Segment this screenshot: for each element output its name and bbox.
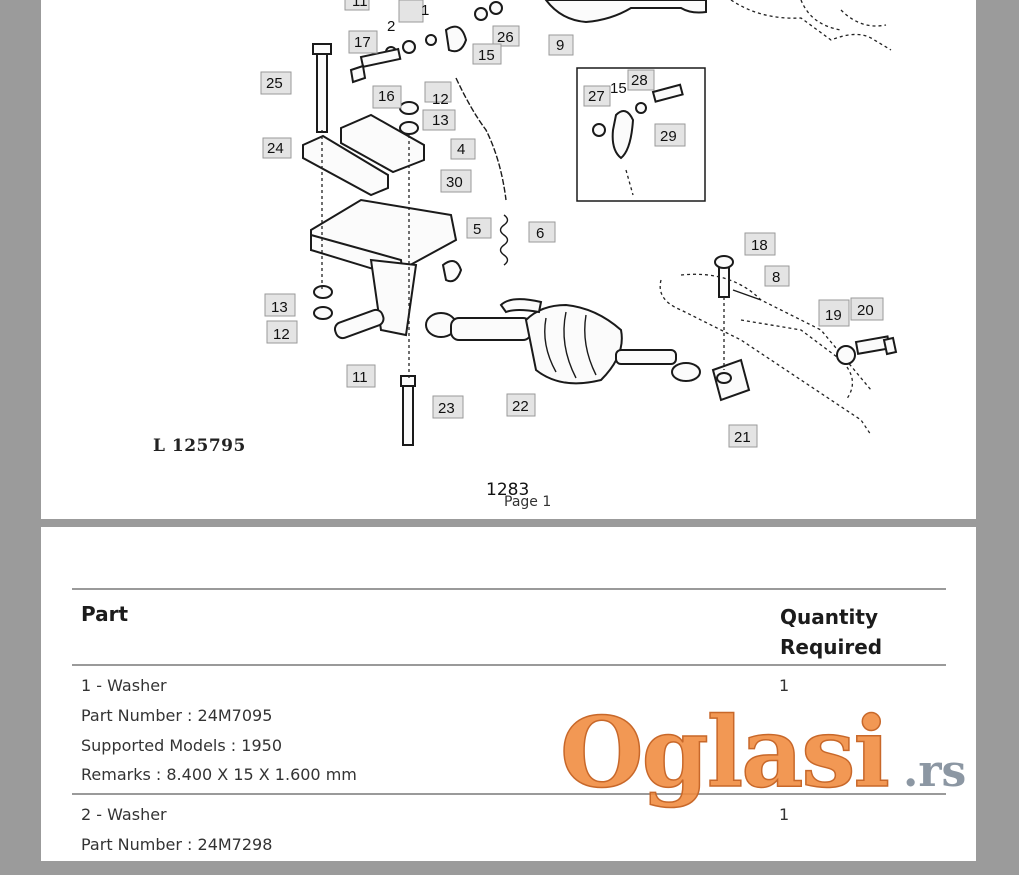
callout-22: 22 [512, 398, 529, 415]
callout-12: 12 [432, 91, 449, 108]
header-quantity: Quantity Required [780, 602, 930, 662]
part-number: Part Number : 24M7095 [81, 706, 273, 725]
callout-26: 26 [497, 29, 514, 46]
callout-13-lower: 13 [271, 299, 288, 316]
part-name: 1 - Washer [81, 676, 167, 695]
oglasi-watermark-logo: Oglasi .rs [559, 700, 966, 810]
exploded-parts-diagram: 11 2 1 26 9 17 15 25 16 12 13 27 15 28 2… [260, 0, 898, 448]
logo-brand: Oglasi [560, 700, 888, 809]
part-name: 2 - Washer [81, 805, 167, 824]
callout-labels: 11 2 1 26 9 17 15 25 16 12 13 27 15 28 2… [260, 0, 884, 448]
callout-15: 15 [478, 47, 495, 64]
callout-21: 21 [734, 429, 751, 446]
quantity-value: 1 [779, 805, 790, 824]
table-top-rule [72, 588, 946, 590]
callout-9: 9 [556, 37, 564, 54]
callout-25: 25 [266, 75, 283, 92]
callout-23: 23 [438, 400, 455, 417]
part-number: Part Number : 24M7298 [81, 835, 273, 854]
diagram-page: 11 2 1 26 9 17 15 25 16 12 13 27 15 28 2… [41, 0, 976, 519]
callout-4: 4 [457, 141, 465, 158]
callout-19: 19 [825, 307, 842, 324]
callout-8: 8 [772, 269, 780, 286]
callout-17: 17 [354, 34, 371, 51]
figure-code: L 125795 [153, 436, 246, 456]
callout-29: 29 [660, 128, 677, 145]
callout-28: 28 [631, 72, 648, 89]
callout-13: 13 [432, 112, 449, 129]
parts-table-page: Part Quantity Required 1 - Washer Part N… [41, 527, 976, 861]
callout-24: 24 [267, 140, 284, 157]
callout-30: 30 [446, 174, 463, 191]
parts-table: Part Quantity Required 1 - Washer Part N… [72, 588, 946, 875]
callout-27: 27 [588, 88, 605, 105]
callout-18: 18 [751, 237, 768, 254]
callout-16: 16 [378, 88, 395, 105]
callout-5: 5 [473, 221, 481, 238]
header-quantity-line2: Required [780, 635, 883, 659]
table-header: Part Quantity Required [72, 590, 946, 664]
callout-20: 20 [857, 302, 874, 319]
table-row[interactable]: 2 - Washer Part Number : 24M7298 1 [72, 795, 946, 875]
callout-2: 2 [387, 18, 395, 35]
callout-1: 1 [421, 2, 429, 19]
table-header-rule [72, 664, 946, 666]
remarks: Remarks : 8.400 X 15 X 1.600 mm [81, 765, 357, 784]
header-quantity-line1: Quantity [780, 605, 878, 629]
row-divider [72, 793, 946, 795]
callout-11-lower: 11 [352, 369, 368, 386]
quantity-value: 1 [779, 676, 790, 695]
callout-6: 6 [536, 225, 544, 242]
callout-11: 11 [352, 0, 368, 10]
logo-suffix: .rs [903, 746, 966, 797]
page-label: Page 1 [504, 494, 552, 510]
table-row[interactable]: 1 - Washer Part Number : 24M7095 Support… [72, 666, 946, 793]
callout-15-inset: 15 [610, 80, 627, 97]
callout-12-lower: 12 [273, 326, 290, 343]
supported-models: Supported Models : 1950 [81, 736, 282, 755]
page-number: 1283 [486, 480, 530, 500]
header-part: Part [81, 602, 129, 626]
